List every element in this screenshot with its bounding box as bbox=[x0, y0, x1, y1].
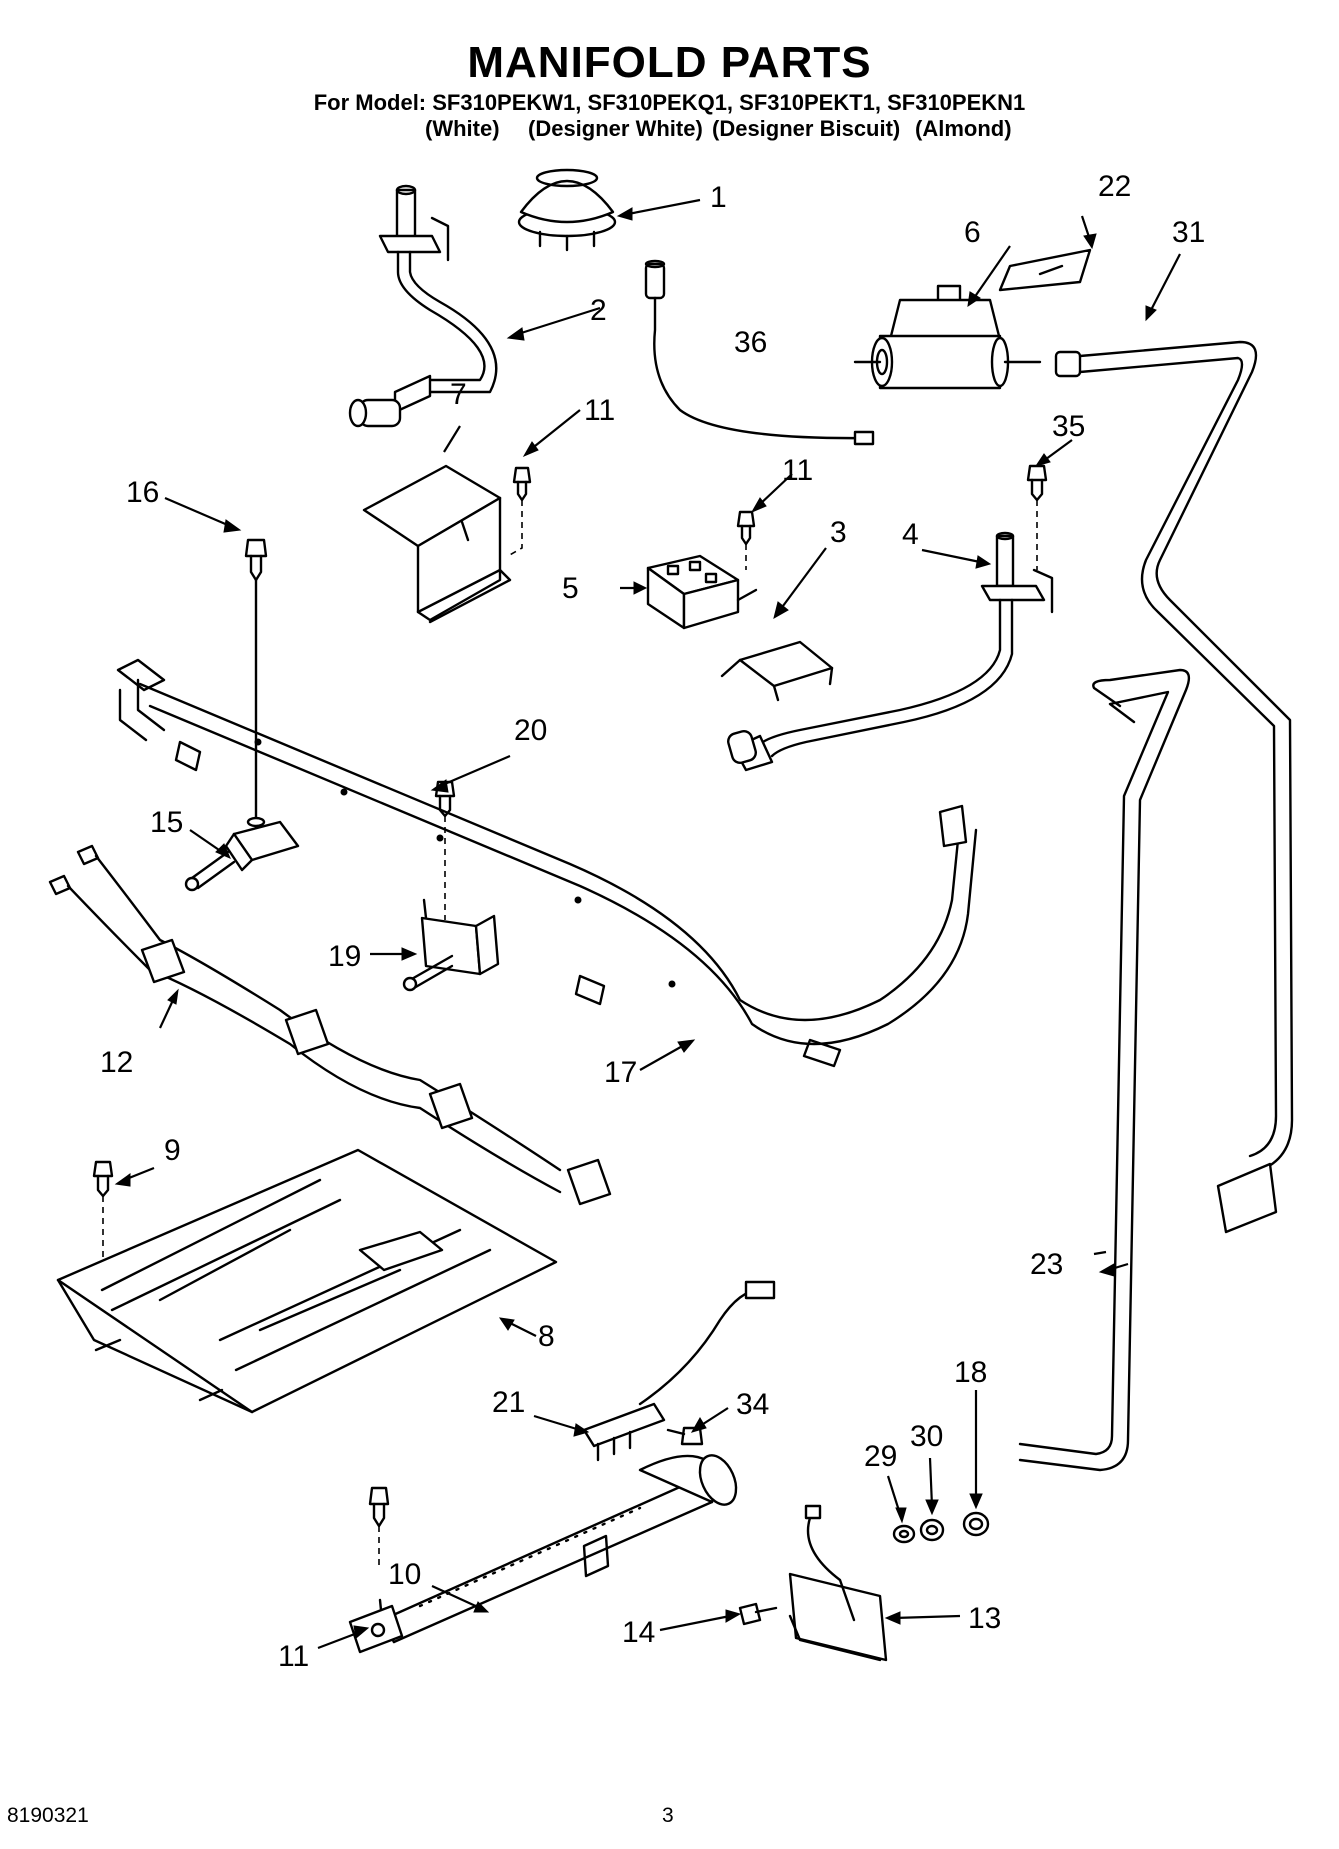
part-10-bake-burner bbox=[348, 1454, 738, 1654]
part-2-orifice-tube bbox=[348, 184, 498, 428]
part-8-burner-shield bbox=[56, 1148, 558, 1414]
part-31-gas-tube bbox=[1054, 340, 1294, 1234]
variant-white: (White) bbox=[425, 116, 500, 141]
callout-11-lower: 11 bbox=[278, 1640, 309, 1673]
callout-23: 23 bbox=[1030, 1248, 1063, 1281]
callout-29: 29 bbox=[864, 1440, 897, 1473]
part-35-screw bbox=[1026, 464, 1048, 570]
callout-9: 9 bbox=[164, 1134, 181, 1167]
callout-35: 35 bbox=[1052, 410, 1085, 443]
callout-10: 10 bbox=[388, 1558, 421, 1591]
model-line: For Model: SF310PEKW1, SF310PEKQ1, SF310… bbox=[313, 90, 1026, 115]
part-7-bracket bbox=[362, 464, 512, 624]
part-12-wire-harness bbox=[48, 844, 612, 1206]
part-6-pressure-regulator bbox=[853, 284, 1042, 390]
part-20-screw bbox=[434, 780, 456, 920]
callout-14: 14 bbox=[622, 1616, 655, 1649]
part-17-manifold-pipe bbox=[116, 658, 978, 1068]
callout-7: 7 bbox=[450, 378, 467, 411]
callout-5: 5 bbox=[562, 572, 579, 605]
callout-31: 31 bbox=[1172, 216, 1205, 249]
part-3-bracket bbox=[720, 640, 834, 702]
part-14-screw bbox=[738, 1602, 778, 1626]
part-15-valve bbox=[184, 816, 300, 892]
callout-20: 20 bbox=[514, 714, 547, 747]
variant-designer-biscuit: (Designer Biscuit) bbox=[712, 116, 901, 141]
part-22-clip bbox=[998, 248, 1092, 292]
part-5-spark-module bbox=[646, 554, 758, 630]
callout-12: 12 bbox=[100, 1046, 133, 1079]
callout-11-middle: 11 bbox=[782, 454, 813, 487]
part-16-screw bbox=[244, 538, 268, 852]
part-11-screw-upper bbox=[507, 466, 532, 557]
part-23-gas-line bbox=[1018, 668, 1191, 1472]
part-19-thermostat bbox=[402, 898, 500, 992]
part-36-sensor bbox=[644, 259, 875, 446]
part-11-screw-middle bbox=[736, 510, 756, 570]
callout-8: 8 bbox=[538, 1320, 555, 1353]
callout-2: 2 bbox=[590, 294, 607, 327]
callout-13: 13 bbox=[968, 1602, 1001, 1635]
callout-30: 30 bbox=[910, 1420, 943, 1453]
callout-6: 6 bbox=[964, 216, 981, 249]
part-4-orifice-tube bbox=[727, 531, 1054, 772]
callout-18: 18 bbox=[954, 1356, 987, 1389]
callout-11-upper: 11 bbox=[584, 394, 615, 427]
page-title: MANIFOLD PARTS bbox=[467, 38, 872, 87]
callout-34: 34 bbox=[736, 1388, 769, 1421]
variant-almond: (Almond) bbox=[915, 116, 1012, 141]
callout-leaders bbox=[114, 198, 1181, 1650]
part-18-fitting bbox=[962, 1511, 990, 1537]
callout-36: 36 bbox=[734, 326, 767, 359]
part-21-igniter bbox=[582, 1280, 776, 1462]
callout-4: 4 bbox=[902, 518, 919, 551]
part-29-fitting bbox=[892, 1524, 916, 1544]
callout-21: 21 bbox=[492, 1386, 525, 1419]
callout-15: 15 bbox=[150, 806, 183, 839]
callout-22: 22 bbox=[1098, 170, 1131, 203]
callout-17: 17 bbox=[604, 1056, 637, 1089]
callout-labels: 1 2 3 4 5 6 7 8 9 10 11 11 11 12 13 14 1… bbox=[100, 170, 1205, 1673]
document-number: 8190321 bbox=[7, 1804, 89, 1827]
part-30-fitting bbox=[919, 1518, 945, 1542]
callout-19: 19 bbox=[328, 940, 361, 973]
part-1-burner-cap bbox=[517, 168, 617, 252]
callout-3: 3 bbox=[830, 516, 847, 549]
callout-1: 1 bbox=[710, 181, 727, 214]
part-9-screw bbox=[92, 1160, 114, 1300]
callout-16: 16 bbox=[126, 476, 159, 509]
part-11-screw-lower bbox=[368, 1486, 390, 1570]
page-number: 3 bbox=[662, 1804, 674, 1827]
part-13-bracket bbox=[788, 1504, 888, 1662]
variant-designer-white: (Designer White) bbox=[528, 116, 703, 141]
